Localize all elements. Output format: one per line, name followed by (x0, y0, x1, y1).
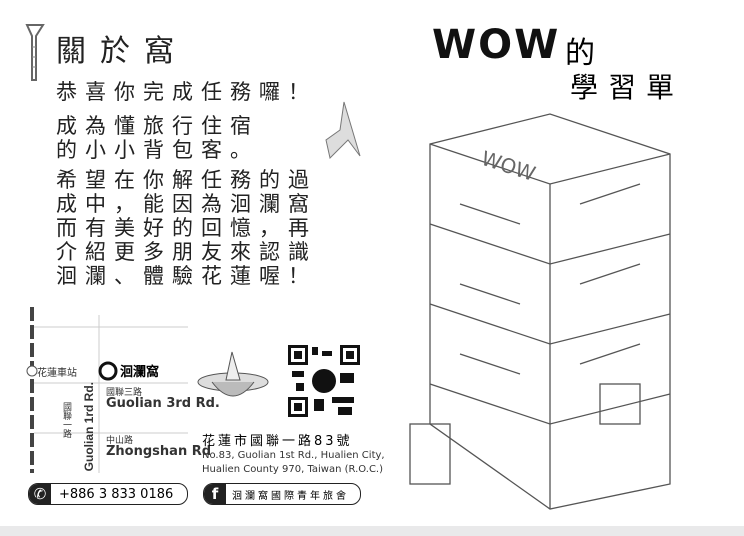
congrats-line: 恭喜你完成任務囉！ (56, 80, 317, 104)
road3-en: Guolian 3rd Rd. (106, 396, 220, 411)
backpacker-paragraph: 成為懂旅行住宿 的小小背包客。 (56, 114, 259, 162)
wow-title: WOW (432, 22, 561, 68)
map-roads (26, 307, 188, 473)
hostel-map-label: 洄瀾窩 (120, 365, 160, 380)
zhongshan-en: Zhongshan Rd (106, 444, 212, 459)
phone-icon: ✆ (29, 484, 51, 504)
station-label: 花蓮車站 (37, 368, 77, 379)
hostel-mascot-key-icon (25, 24, 45, 81)
mascot-figure-icon (325, 101, 361, 159)
facebook-page-name: 洄瀾窩國際青年旅舍 (232, 490, 349, 502)
title-de: 的 (565, 36, 595, 71)
phone-number: +886 3 833 0186 (59, 486, 174, 502)
mascot-hat-illustration (197, 351, 269, 397)
zhongshan-zh: 中山路 (106, 436, 134, 446)
road1-en: Guolian 1rd Rd. (82, 382, 96, 472)
qr-code[interactable] (288, 345, 360, 417)
address-zh: 花蓮市國聯一路83號 (202, 434, 353, 449)
road3-zh: 國聯三路 (106, 388, 143, 398)
worksheet-title: 學習單 (570, 71, 685, 104)
wow-sign: WOW (478, 146, 538, 186)
facebook-pill[interactable]: f 洄瀾窩國際青年旅舍 (203, 483, 361, 505)
address-en-line2: Hualien County 970, Taiwan (R.O.C.) (202, 464, 384, 475)
facebook-icon: f (204, 484, 226, 504)
hostel-building-illustration: WOW (409, 113, 671, 510)
about-title: 關於窩 (56, 34, 188, 69)
address-en-line1: No.83, Guolian 1st Rd., Hualien City, (202, 450, 385, 461)
road1-zh: 國聯一路 (61, 402, 71, 438)
hope-paragraph: 希望在你解任務的過 成中，能因為洄瀾窩 而有美好的回憶，再 介紹更多朋友來認識 … (56, 168, 317, 288)
phone-pill[interactable]: ✆ +886 3 833 0186 (28, 483, 188, 505)
